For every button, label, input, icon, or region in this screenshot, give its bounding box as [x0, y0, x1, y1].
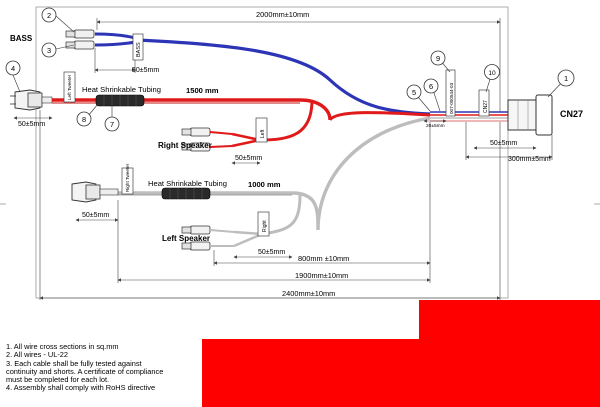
cn27-tag: CN27	[483, 100, 489, 113]
note-line: 3. Each cable shall be fully tested agai…	[6, 358, 142, 368]
note-line: must be completed for each lot.	[6, 375, 110, 385]
main-trunk	[430, 69, 553, 136]
dim-white-lead: 50±5mm	[82, 212, 109, 219]
balloon-9-text: 9	[436, 54, 440, 63]
balloon-10	[484, 64, 500, 80]
balloon-8-text: 8	[82, 115, 86, 124]
bass-label: BASS	[10, 34, 33, 43]
balloon-1-text: 1	[564, 74, 568, 83]
balloon-10-text: 10	[488, 70, 496, 77]
right-tweeter-tag: Right Tweeter	[125, 163, 130, 192]
left-speaker-label: Left Speaker	[162, 234, 210, 243]
callout-balloons: 2 3 4 8 7 5 6 9 10 1	[5, 7, 575, 132]
white-run-length: 1000 mm	[248, 180, 281, 189]
redaction-block-upper	[419, 300, 600, 340]
dimension-lines	[13, 18, 553, 300]
part-number-tag: 007-000544-03	[449, 82, 454, 114]
balloon-1	[557, 69, 575, 87]
right-tag-red: Left	[260, 129, 266, 138]
balloon-9	[430, 50, 446, 66]
note-line: 2. All wires - UL-22	[6, 350, 69, 360]
note-line: continuity and shorts. A certificate of …	[6, 366, 164, 376]
balloon-8	[76, 111, 92, 127]
heat-shrink-label-white: Heat Shrinkable Tubing	[148, 179, 227, 188]
balloon-5-text: 5	[412, 88, 416, 97]
heat-shrink-label-red: Heat Shrinkable Tubing	[82, 85, 161, 94]
dim-rt-speaker-lead: 50±5mm	[235, 155, 262, 162]
dim-bass-lead: 50±5mm	[132, 67, 159, 74]
balloon-4	[5, 60, 21, 76]
left-tweeter-connector	[10, 89, 53, 111]
balloon-7	[104, 116, 120, 132]
dim-small-20: 20±5mm	[426, 123, 445, 129]
balloon-7-text: 7	[110, 120, 114, 129]
dim-2400: 2400mm±10mm	[282, 289, 335, 298]
dim-1900: 1900mm±10mm	[295, 271, 348, 280]
balloon-5	[406, 84, 422, 100]
note-line: 1. All wire cross sections in sq.mm	[6, 342, 119, 351]
right-tag-white: Right	[262, 220, 268, 232]
tweeter-red-branch	[52, 71, 431, 152]
redaction-block-lower	[202, 339, 600, 407]
bass-branch: BASS	[65, 29, 431, 116]
bass-tag: BASS	[136, 42, 142, 57]
cn27-label: CN27	[560, 109, 583, 119]
balloon-2	[41, 7, 57, 23]
dim-left-lead: 50±5mm	[18, 121, 45, 128]
balloon-4-text: 4	[11, 64, 15, 73]
right-speaker-label: Right Speaker	[158, 141, 212, 150]
dim-lf-speaker-lead: 50±5mm	[258, 249, 285, 256]
balloon-3-text: 3	[47, 46, 51, 55]
balloon-6-text: 6	[429, 82, 433, 91]
dim-top-total: 2000mm±10mm	[256, 10, 309, 19]
left-tweeter-tag: Left Tweeter	[67, 74, 72, 100]
dim-800: 800mm ±10mm	[298, 254, 349, 263]
dim-conn-lead-1: 50±5mm	[490, 140, 517, 147]
balloon-3	[41, 42, 57, 58]
note-line: 4. Assembly shall comply with RoHS direc…	[6, 383, 156, 393]
red-run-length: 1500 mm	[186, 86, 219, 95]
balloon-6	[423, 78, 439, 94]
speaker-white-branch	[71, 116, 431, 251]
balloon-2-text: 2	[47, 11, 51, 20]
drawing-notes: 1. All wire cross sections in sq.mm 2. A…	[6, 342, 202, 393]
dim-conn-lead-2: 300mm±5mm	[508, 156, 551, 163]
